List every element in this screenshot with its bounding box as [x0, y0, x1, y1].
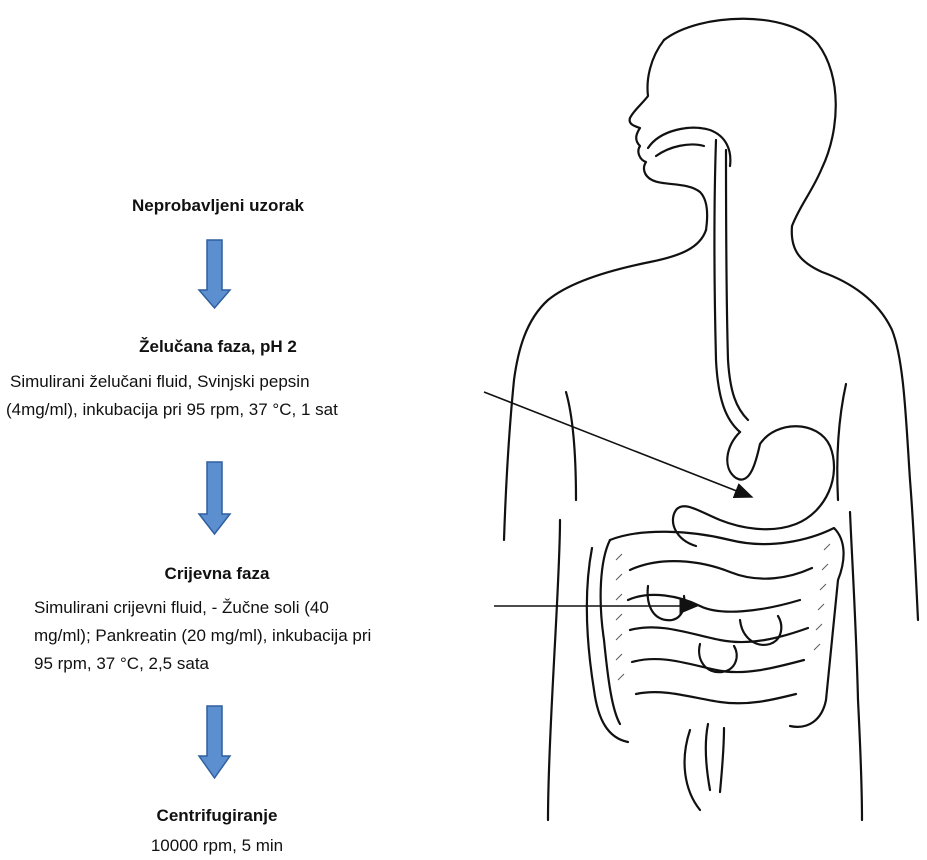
human-digestive-system-illustration [504, 19, 918, 820]
down-arrow-1 [199, 240, 230, 308]
down-arrow-3 [199, 706, 230, 778]
pointer-to-stomach [484, 392, 752, 497]
down-arrow-2 [199, 462, 230, 534]
